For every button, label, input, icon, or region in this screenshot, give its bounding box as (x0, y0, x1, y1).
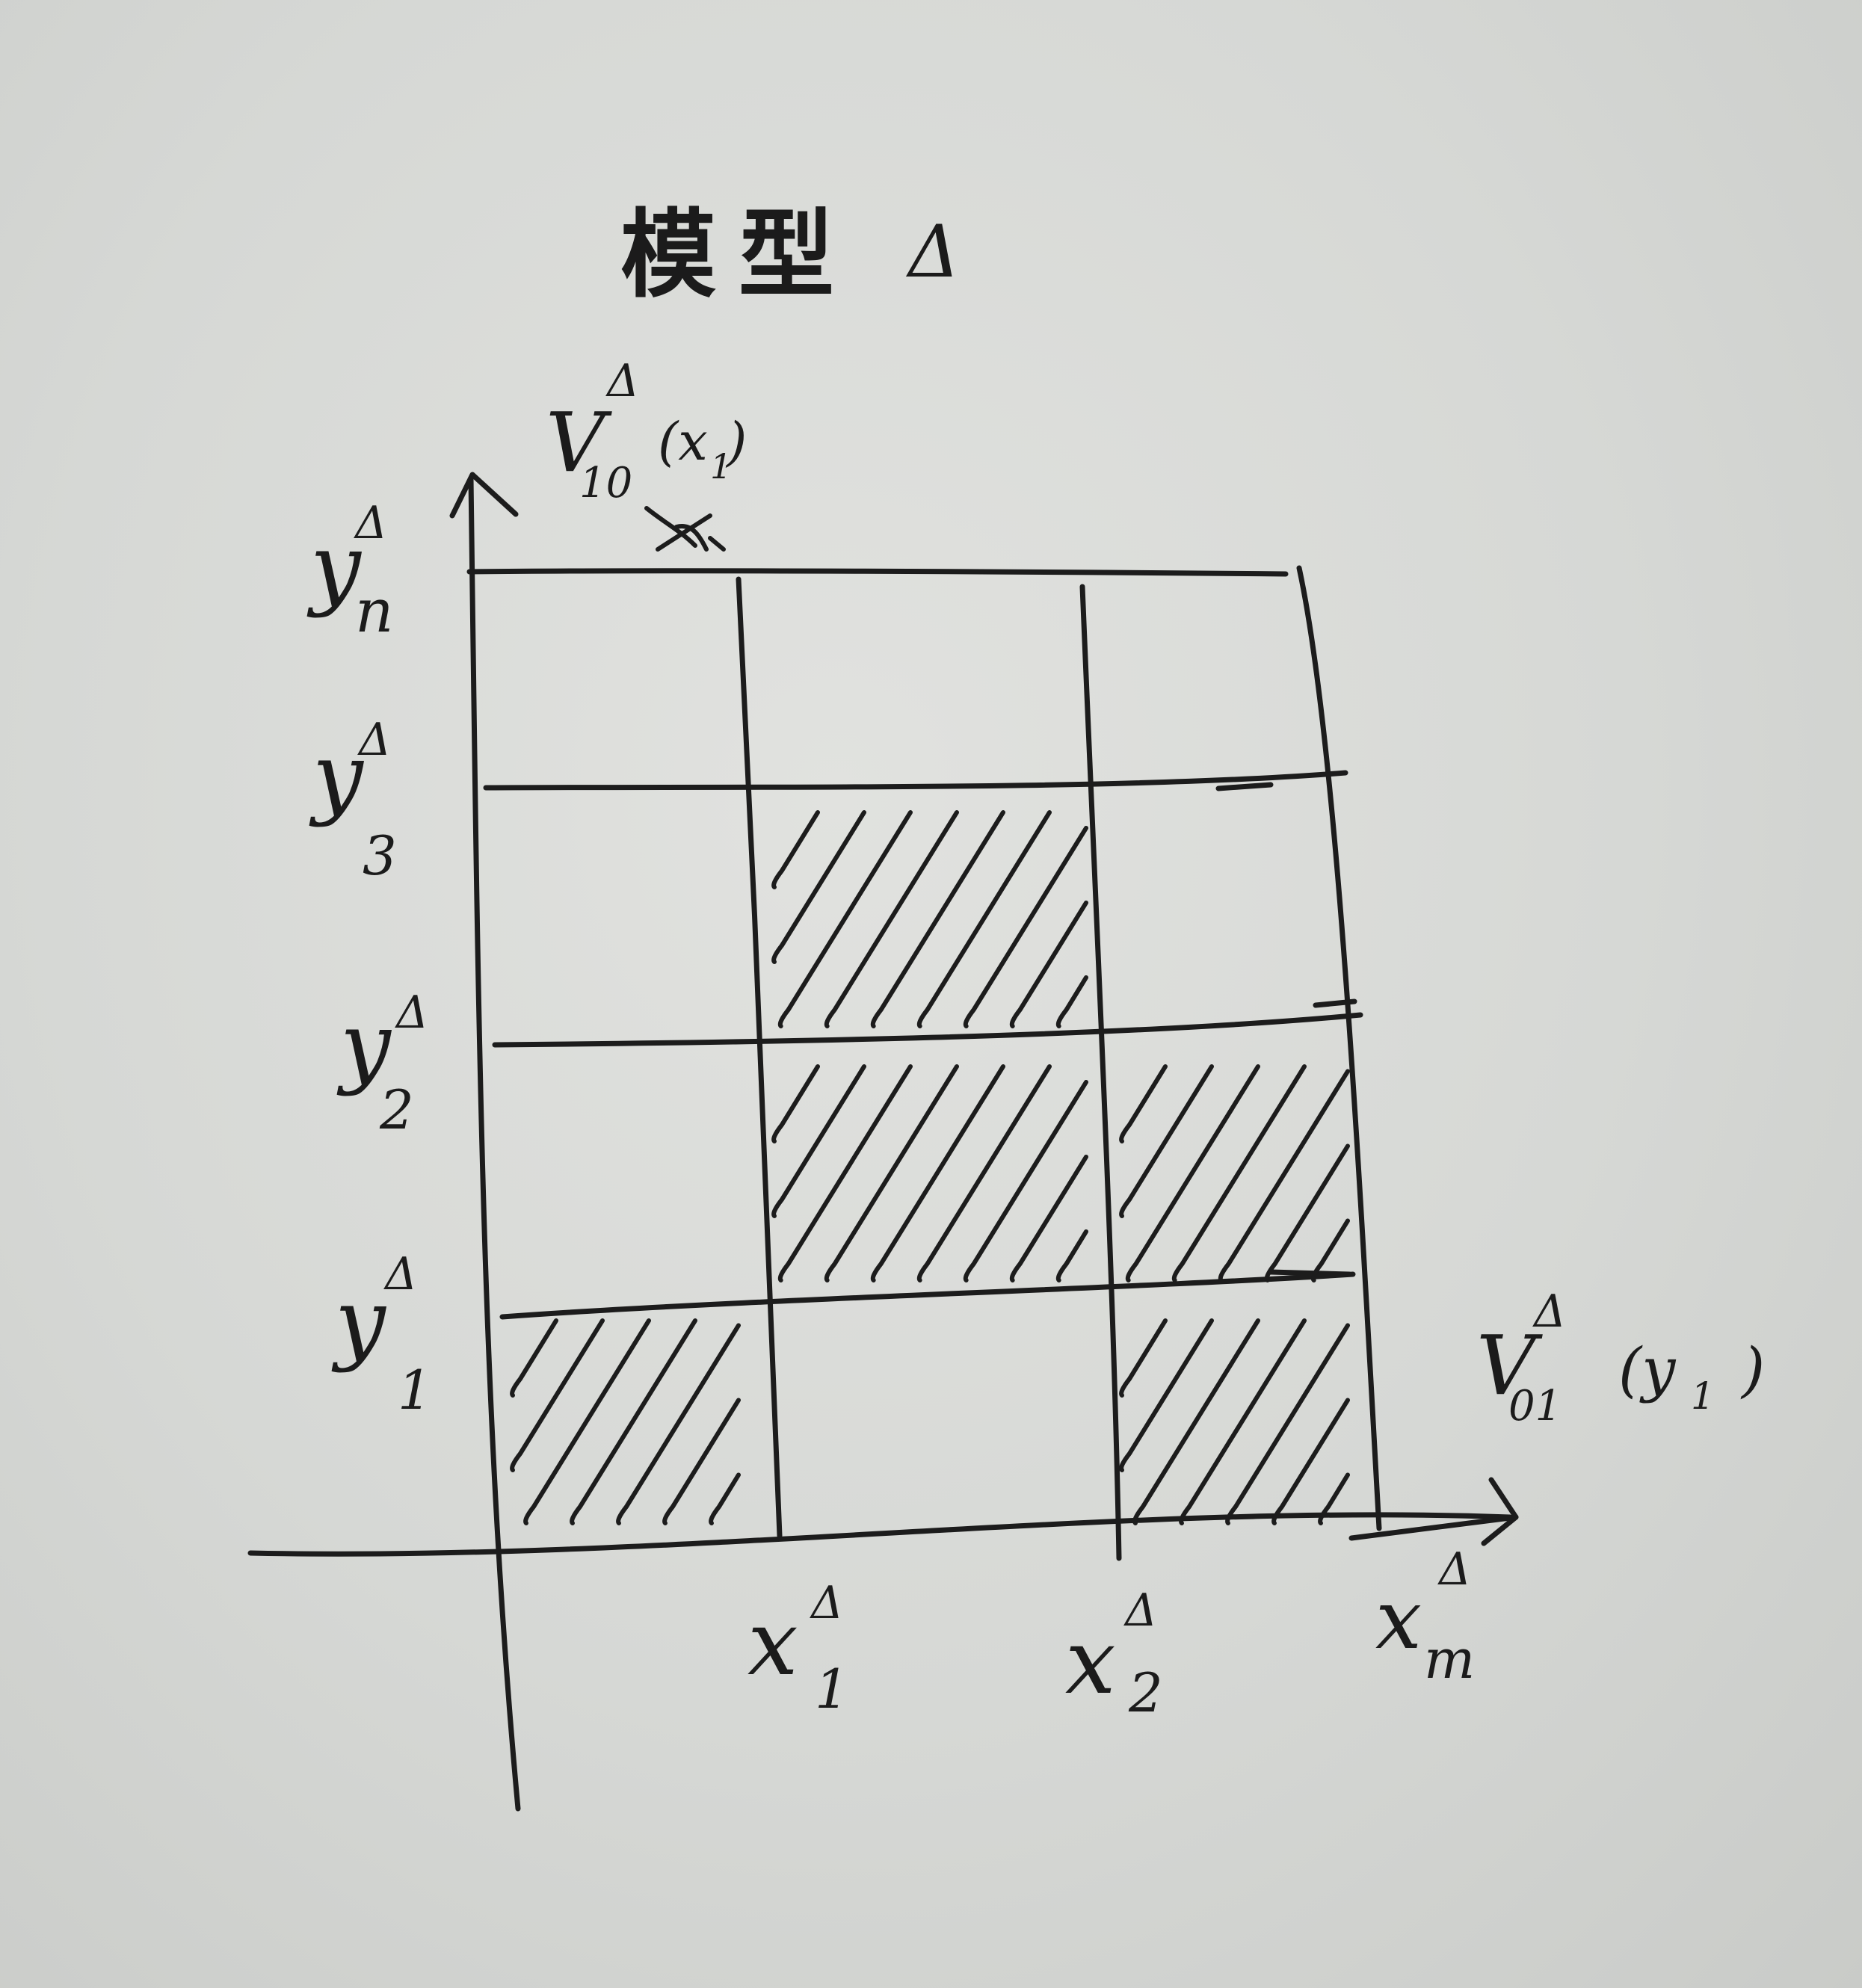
hatch-stroke (1119, 1064, 1168, 1143)
grid-vertical-lines (736, 565, 1382, 1561)
hatch-stroke (662, 1398, 741, 1525)
hatch-stroke (870, 1064, 1005, 1282)
y-axis-label-sub: 10 (579, 459, 632, 507)
hatch-stroke (1225, 1323, 1350, 1525)
hatch-stroke (777, 810, 913, 1028)
hatch-stroke (510, 1318, 605, 1472)
x-label-2: x Δ 2 (1065, 1584, 1163, 1724)
hatch-stroke (1125, 1064, 1260, 1282)
hatch-stroke (771, 810, 820, 889)
hatch-stroke (1055, 1229, 1088, 1282)
y-label-3-sup: Δ (357, 714, 391, 766)
x-label-2-sub: 2 (1128, 1661, 1163, 1724)
y-label-1-sup: Δ (383, 1248, 417, 1300)
y-label-n: y Δ n (306, 497, 394, 646)
hatch-stroke (1271, 1398, 1350, 1525)
y-axis-label-main: V (546, 395, 612, 490)
hatch-stroke (963, 1079, 1088, 1282)
hatching-layer (510, 810, 1350, 1525)
hatch-stroke (916, 1064, 1052, 1282)
x-label-1-sup: Δ (810, 1577, 843, 1629)
x-axis-label-sub: 01 (1508, 1382, 1562, 1430)
x-label-2-sup: Δ (1123, 1584, 1157, 1637)
hatch-stroke (709, 1472, 741, 1525)
title-text: 模型 (620, 200, 857, 311)
y-label-3: y Δ 3 (309, 714, 397, 887)
y-label-2: y Δ 2 (336, 987, 428, 1141)
x-axis-label-main: V (1476, 1318, 1543, 1413)
scribble-mark (644, 506, 726, 552)
hatch-stroke (1310, 1218, 1350, 1282)
hatch-stroke (963, 825, 1088, 1028)
x-axis-label-arg-sub: 1 (1691, 1374, 1715, 1418)
x-label-m-sup: Δ (1437, 1543, 1471, 1596)
y-axis (449, 472, 521, 1812)
x-axis-label: V Δ 01 (y 1 ) (1476, 1285, 1765, 1430)
hatch-stroke (523, 1318, 651, 1525)
y-label-n-sup: Δ (354, 497, 387, 549)
hatch-stroke (1132, 1318, 1260, 1525)
hatch-stroke (771, 1064, 866, 1218)
hatch-stroke (771, 810, 866, 964)
y-axis-label-close: ) (725, 411, 747, 472)
x-axis-label-arg: (y (1618, 1335, 1677, 1404)
y-label-n-sub: n (355, 576, 394, 646)
hatch-stroke (824, 810, 959, 1028)
hatch-stroke (1264, 1143, 1350, 1282)
y-label-3-sub: 3 (363, 824, 397, 887)
y-label-2-main: y (336, 994, 392, 1098)
x-axis (247, 1477, 1519, 1557)
y-axis-label-sup: Δ (605, 355, 639, 407)
hatch-stroke (1179, 1318, 1307, 1525)
hatch-stroke (777, 1064, 913, 1282)
y-label-1-sub: 1 (398, 1359, 432, 1421)
y-label-n-main: y (306, 516, 363, 620)
hatch-stroke (510, 1318, 558, 1398)
y-label-1: y Δ 1 (331, 1248, 432, 1421)
hatch-stroke (870, 810, 1005, 1028)
title-delta-mark: Δ (905, 210, 960, 294)
y-axis-label: V Δ 10 (x 1 ) (546, 355, 747, 552)
hatch-stroke (1009, 900, 1088, 1028)
x-label-1-sub: 1 (815, 1658, 849, 1720)
hatch-stroke (1318, 1472, 1350, 1525)
x-axis-label-sup: Δ (1532, 1285, 1566, 1338)
y-label-1-main: y (331, 1271, 387, 1374)
grid-horizontal-lines (466, 568, 1363, 1320)
hatch-stroke (1055, 975, 1088, 1028)
hatch-stroke (1119, 1318, 1214, 1472)
hatch-stroke (1119, 1318, 1168, 1398)
x-label-m-sub: m (1424, 1628, 1475, 1691)
x-label-m-main: x (1375, 1572, 1422, 1667)
x-label-m: x Δ m (1375, 1543, 1475, 1691)
y-label-2-sup: Δ (395, 987, 428, 1039)
y-axis-label-arg: (x (658, 411, 708, 472)
hatch-stroke (616, 1323, 741, 1525)
hatch-stroke (570, 1318, 697, 1525)
x-label-1: x Δ 1 (747, 1577, 849, 1720)
hatch-stroke (916, 810, 1052, 1028)
hatch-stroke (1171, 1064, 1307, 1282)
x-axis-label-close: ) (1740, 1335, 1765, 1404)
hatch-stroke (1119, 1064, 1214, 1218)
hatch-stroke (1218, 1069, 1350, 1282)
hatch-stroke (1009, 1154, 1088, 1282)
y-axis-label-arg-sub: 1 (710, 446, 732, 487)
x-label-2-main: x (1065, 1611, 1116, 1714)
hatch-stroke (771, 1064, 820, 1143)
y-label-3-main: y (309, 725, 365, 829)
x-label-1-main: x (747, 1592, 798, 1696)
y-label-2-sub: 2 (379, 1078, 414, 1141)
hatch-stroke (824, 1064, 959, 1282)
